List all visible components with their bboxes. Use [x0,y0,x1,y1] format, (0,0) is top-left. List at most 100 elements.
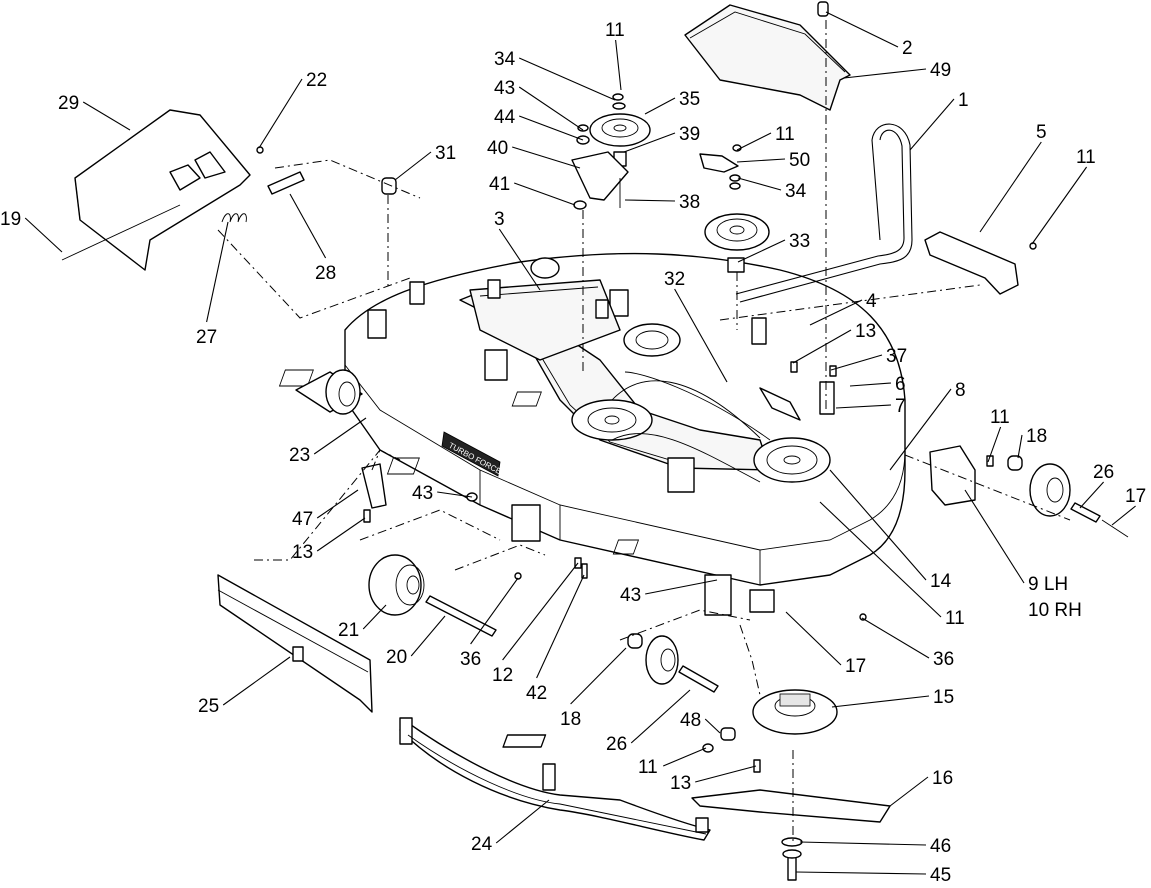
callout-c19: 19 [0,209,21,230]
leader-line-c15 [831,695,930,708]
callout-c46: 46 [930,836,951,857]
leader-line-c17a [1111,505,1136,526]
leader-line-c6 [849,382,892,387]
bracket-5 [924,231,1037,295]
leader-line-c12 [502,562,579,661]
anti-scalp-bracket [929,445,1129,538]
leader-line-c24 [495,799,550,844]
leader-line-c36b [861,617,930,659]
deck-caster-rear [530,257,560,279]
leader-line-c23 [313,417,367,455]
callout-c14: 14 [930,571,952,592]
callout-c13c: 13 [670,773,691,794]
leader-line-c21 [362,604,387,630]
callout-c6: 6 [895,374,906,395]
callout-c43c: 43 [620,585,641,606]
callout-c32: 32 [664,269,685,290]
callout-c5: 5 [1036,122,1047,143]
callout-c38: 38 [679,192,700,213]
callout-c11d: 11 [990,407,1010,428]
callout-c37: 37 [886,346,907,367]
leader-line-c20 [410,615,446,657]
leader-line-c11d [987,426,1002,463]
leader-line-c16 [889,776,929,807]
callout-c44: 44 [494,107,516,128]
leader-line-c26b [630,689,691,744]
callout-c40: 40 [487,138,508,159]
callout-c11a: 11 [605,20,625,41]
alignment-lines [217,20,1071,842]
leader-line-c11c [1031,166,1088,245]
callout-c43a: 43 [494,78,515,99]
leader-line-c14 [829,469,927,581]
callout-c48: 48 [680,710,701,731]
leader-line-c4 [809,299,863,326]
leader-line-c18b [570,647,627,705]
callout-c12: 12 [492,665,513,686]
leader-line-c2 [825,11,899,48]
callout-c47: 47 [292,509,313,530]
rear-baffle [399,717,711,841]
leader-line-c34a [518,57,616,101]
callout-c41: 41 [489,174,510,195]
spindle-assembly [502,689,891,881]
leader-line-c49 [843,68,927,79]
leader-line-c34b [737,177,782,191]
leader-line-c11f [662,747,707,767]
callout-c39: 39 [679,124,700,145]
callout-c45: 45 [930,865,951,886]
leader-line-c13c [695,765,757,783]
leader-line-c45 [795,871,927,875]
callout-c26b: 26 [606,734,627,755]
leader-line-c40 [512,146,581,169]
leader-line-c33 [737,239,786,263]
callout-c43b: 43 [412,483,433,504]
leader-line-c27 [206,221,229,323]
callout-c34b: 34 [785,181,807,202]
leader-line-c5 [979,141,1042,233]
callout-c10: 10 RH [1028,600,1082,621]
lift-rod [735,123,913,303]
center-caster [627,633,719,693]
leader-line-c47 [316,489,359,519]
loose-hardware [466,361,994,773]
leader-line-c17b [785,611,842,666]
callout-c13b: 13 [292,542,313,563]
leader-line-c28 [289,193,327,259]
leader-line-c36a [470,577,519,645]
callout-c11c: 11 [1076,147,1096,168]
callout-c36a: 36 [460,649,481,670]
leader-line-c39 [623,132,676,153]
leader-line-c50 [736,158,786,163]
callout-c50: 50 [789,150,810,171]
leader-line-c19 [24,217,63,253]
callout-c11e: 11 [945,608,965,629]
top-pulley-35 [571,93,651,210]
chute-spring [221,213,247,223]
callout-c16: 16 [932,768,953,789]
leader-line-c29 [82,101,131,131]
callout-c11b: 11 [775,124,795,145]
callout-c15: 15 [933,687,954,708]
bracket-47 [361,463,387,523]
callout-c23: 23 [289,445,310,466]
leader-line-c48 [704,718,721,734]
leader-line-c38 [624,199,676,202]
leader-line-c32 [674,288,728,383]
callout-c26a: 26 [1093,462,1114,483]
front-roller [368,554,497,637]
callout-c13a: 13 [855,321,876,342]
callout-c36b: 36 [933,649,954,670]
callout-c1: 1 [958,90,969,111]
callout-c31: 31 [435,143,456,164]
callout-c8: 8 [955,380,966,401]
front-guard-25 [217,574,373,713]
leader-line-c8 [889,388,952,471]
leader-line-c3 [498,228,541,291]
callout-c11f: 11 [638,757,658,778]
callout-c27: 27 [196,327,217,348]
leader-line-c46 [799,841,927,846]
callout-c4: 4 [866,291,877,312]
spacer-31 [381,177,397,195]
